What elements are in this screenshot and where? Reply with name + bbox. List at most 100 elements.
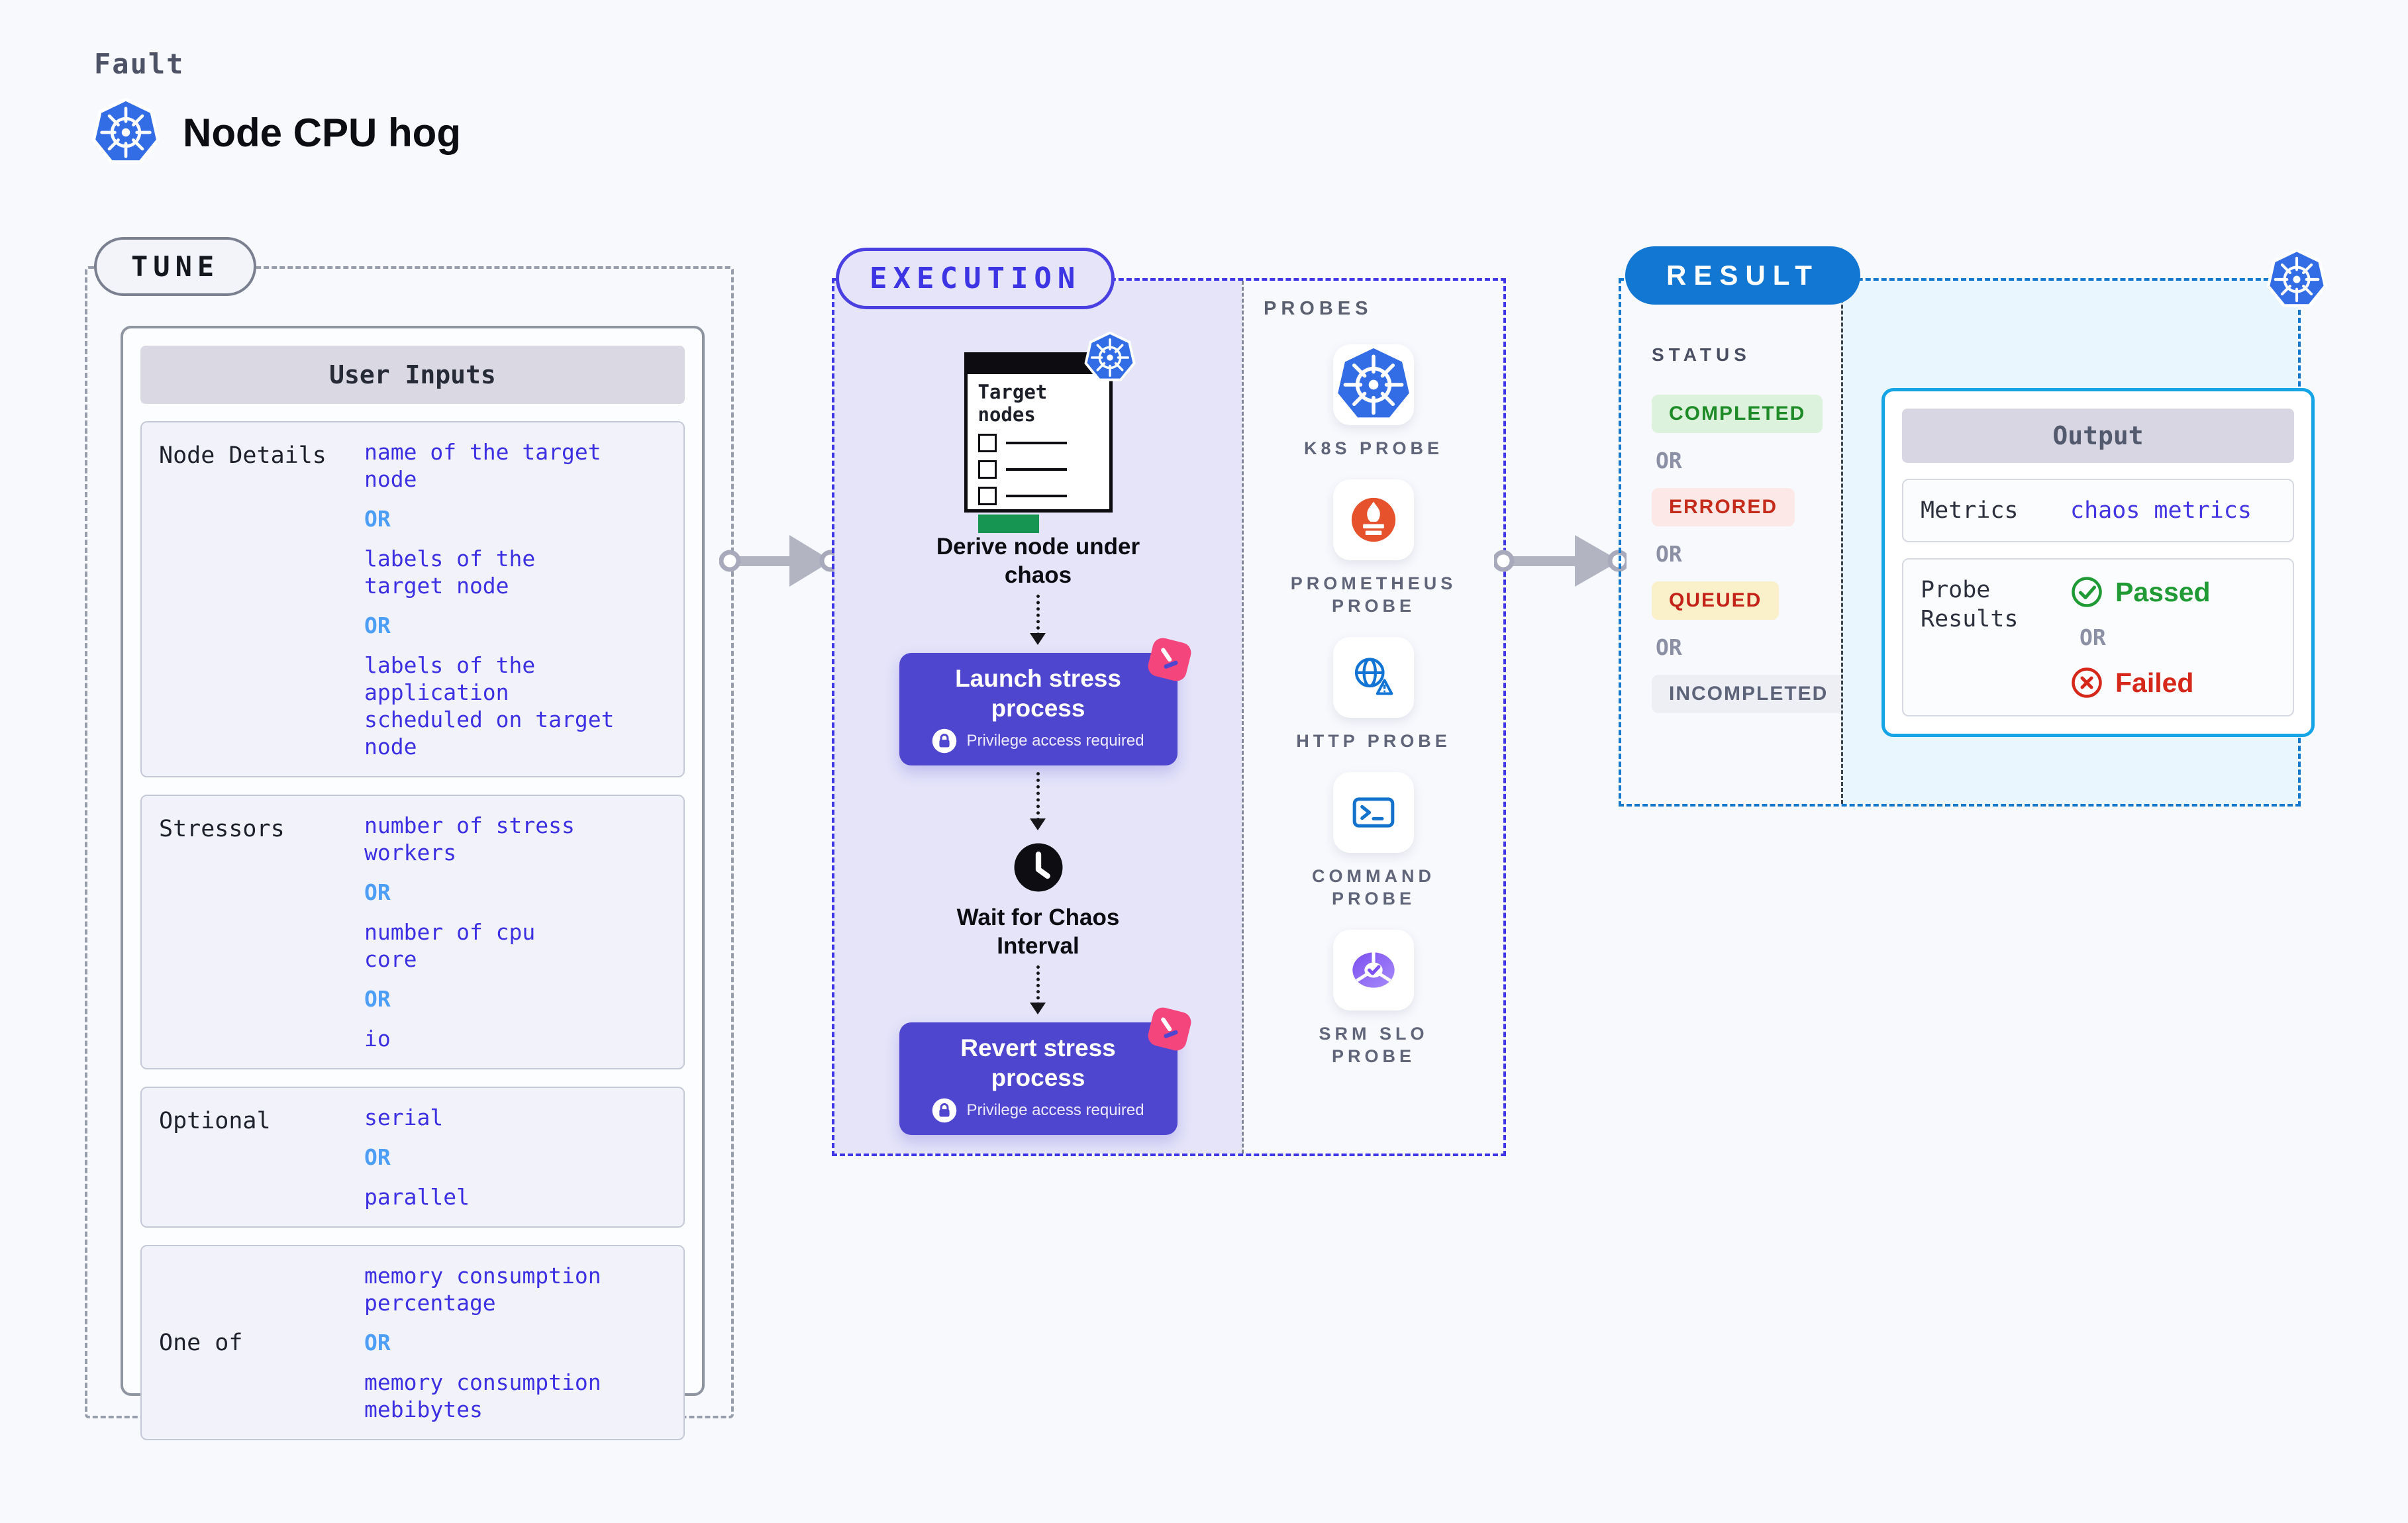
- probe-label: HTTP PROBE: [1296, 731, 1451, 751]
- or-label: OR: [1656, 541, 1682, 567]
- down-arrow-icon: [1030, 965, 1046, 1022]
- or-label: OR: [1656, 448, 1682, 473]
- tune-badge: TUNE: [94, 237, 257, 296]
- down-arrow-icon: [1030, 772, 1046, 838]
- option-value: serial: [364, 1105, 444, 1130]
- prometheus-probe-icon: [1333, 479, 1414, 560]
- probe-item: PROMETHEUS PROBE: [1287, 479, 1460, 617]
- launch-stress-title: Launch stress process: [955, 665, 1121, 722]
- execution-badge: EXECUTION: [836, 248, 1115, 309]
- page-title: Node CPU hog: [183, 110, 461, 155]
- probes-list: K8S PROBE PROMETHEUS PROBE HTTP PROBE COMMA…: [1287, 344, 1460, 1067]
- probe-results-row: Probe Results Passed OR Failed: [1902, 558, 2294, 716]
- passed-label: Passed: [2115, 576, 2211, 607]
- privilege-note: Privilege access required: [966, 732, 1144, 750]
- kubernetes-badge-icon: [1084, 331, 1136, 383]
- fault-eyebrow-label: Fault: [94, 48, 185, 80]
- or-label: OR: [364, 879, 391, 905]
- page-header: Node CPU hog: [91, 97, 461, 167]
- status-badge: INCOMPLETED: [1652, 675, 1846, 713]
- output-area: Output Metrics chaos metrics Probe Resul…: [1841, 281, 2315, 804]
- output-title: Output: [1902, 409, 2294, 463]
- node-checkbox-row: [978, 434, 1099, 452]
- revert-stress-title: Revert stress process: [960, 1034, 1116, 1091]
- kubernetes-logo-icon: [91, 97, 160, 167]
- status-title: STATUS: [1652, 344, 1751, 365]
- passed-line: Passed: [2070, 575, 2211, 609]
- passed-check-icon: [2072, 577, 2102, 607]
- stress-icon: [1144, 1003, 1195, 1055]
- user-inputs-title: User Inputs: [140, 346, 685, 404]
- status-badge: ERRORED: [1652, 488, 1795, 526]
- or-label: OR: [364, 613, 391, 638]
- or-label: OR: [1656, 634, 1682, 660]
- srm-slo-probe-icon: [1333, 930, 1414, 1010]
- execution-to-result-arrow-icon: [1492, 530, 1630, 595]
- node-checkbox-row: [978, 460, 1099, 479]
- status-badge: COMPLETED: [1652, 395, 1823, 433]
- option-value: name of the target node: [364, 439, 601, 492]
- failed-label: Failed: [2115, 667, 2194, 698]
- command-probe-icon: [1333, 772, 1414, 853]
- probes-title: PROBES: [1264, 298, 1373, 319]
- metrics-value: chaos metrics: [2070, 497, 2252, 524]
- wait-interval-caption: Wait for Chaos Interval: [956, 905, 1120, 959]
- option-value: memory consumption mebibytes: [364, 1369, 601, 1422]
- derive-node-caption: Derive node under chaos: [936, 534, 1140, 588]
- probe-results-label: Probe Results: [1921, 577, 2019, 632]
- row-label: Optional: [159, 1108, 271, 1134]
- option-value: io: [364, 1026, 391, 1052]
- http-probe-icon: [1333, 637, 1414, 718]
- row-label: Stressors: [159, 816, 285, 842]
- kubernetes-corner-icon: [2266, 248, 2327, 310]
- launch-stress-process-button: Launch stress process Privilege access r…: [899, 638, 1191, 765]
- privilege-note: Privilege access required: [966, 1101, 1144, 1119]
- probe-label: SRM SLO PROBE: [1319, 1024, 1429, 1066]
- metrics-label: Metrics: [1921, 497, 2019, 524]
- option-value: labels of the target node: [364, 546, 536, 599]
- option-value: labels of the application scheduled on t…: [364, 652, 615, 760]
- probe-item: K8S PROBE: [1304, 344, 1443, 460]
- row-label: Node Details: [159, 442, 326, 469]
- output-card: Output Metrics chaos metrics Probe Resul…: [1881, 388, 2315, 737]
- or-label: OR: [364, 1144, 391, 1170]
- option-value: number of cpu core: [364, 919, 536, 972]
- or-label: OR: [364, 1330, 391, 1355]
- option-value: number of stress workers: [364, 812, 575, 865]
- status-list: COMPLETED OR ERRORED OR QUEUED OR INCOMPLETED: [1652, 395, 1846, 713]
- probe-label: K8S PROBE: [1303, 438, 1444, 458]
- or-label: OR: [364, 506, 391, 532]
- row-label: One of: [159, 1329, 243, 1356]
- lock-icon: [932, 1098, 957, 1123]
- probe-item: COMMAND PROBE: [1287, 772, 1460, 910]
- tune-section: TUNE User Inputs Node Details name of the…: [85, 237, 734, 1440]
- tune-to-execution-arrow-icon: [719, 530, 842, 595]
- lock-icon: [932, 728, 957, 754]
- failed-line: Failed: [2070, 666, 2211, 699]
- or-label: OR: [364, 986, 391, 1012]
- probe-item: HTTP PROBE: [1296, 637, 1451, 752]
- k8s-probe-icon: [1332, 344, 1414, 425]
- target-nodes-title: Target nodes: [978, 381, 1048, 426]
- probe-label: PROMETHEUS PROBE: [1290, 573, 1457, 616]
- status-badge: QUEUED: [1652, 581, 1780, 620]
- down-arrow-icon: [1030, 595, 1046, 653]
- clock-icon: [1013, 842, 1064, 893]
- option-value: parallel: [364, 1184, 470, 1210]
- metrics-row: Metrics chaos metrics: [1902, 479, 2294, 542]
- stress-icon: [1144, 634, 1195, 685]
- probe-label: COMMAND PROBE: [1312, 866, 1435, 909]
- revert-stress-process-button: Revert stress process Privilege access r…: [899, 1007, 1191, 1135]
- node-checkbox-row: [978, 487, 1099, 505]
